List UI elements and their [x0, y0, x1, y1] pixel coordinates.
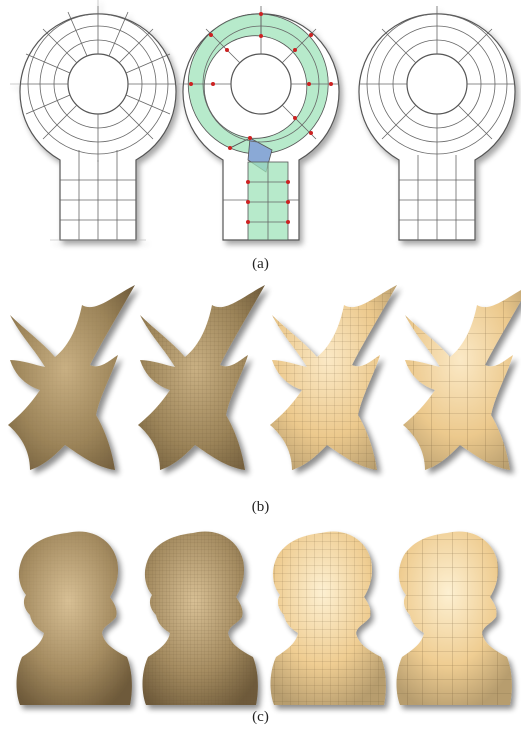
caption-c: (c) — [252, 709, 269, 725]
figure-row-c — [0, 520, 521, 710]
mesh-a-initial — [10, 0, 186, 241]
caption-a: (a) — [252, 256, 269, 272]
dragon-model-dense-quad — [138, 285, 265, 470]
dragon-model-medium-quad — [270, 285, 397, 470]
dragon-model-coarse-quad — [403, 285, 521, 470]
mesh-a-highlighted — [182, 6, 340, 241]
bust-model-coarse-quad — [396, 531, 512, 705]
bust-model-original — [16, 531, 132, 705]
figure-row-b — [0, 280, 521, 480]
figure-row-a — [0, 0, 521, 248]
dragon-model-original — [8, 285, 135, 470]
bust-model-dense-quad — [142, 531, 258, 705]
caption-b: (b) — [251, 499, 270, 515]
mesh-a-result — [358, 6, 516, 241]
bust-model-medium-quad — [270, 531, 386, 705]
